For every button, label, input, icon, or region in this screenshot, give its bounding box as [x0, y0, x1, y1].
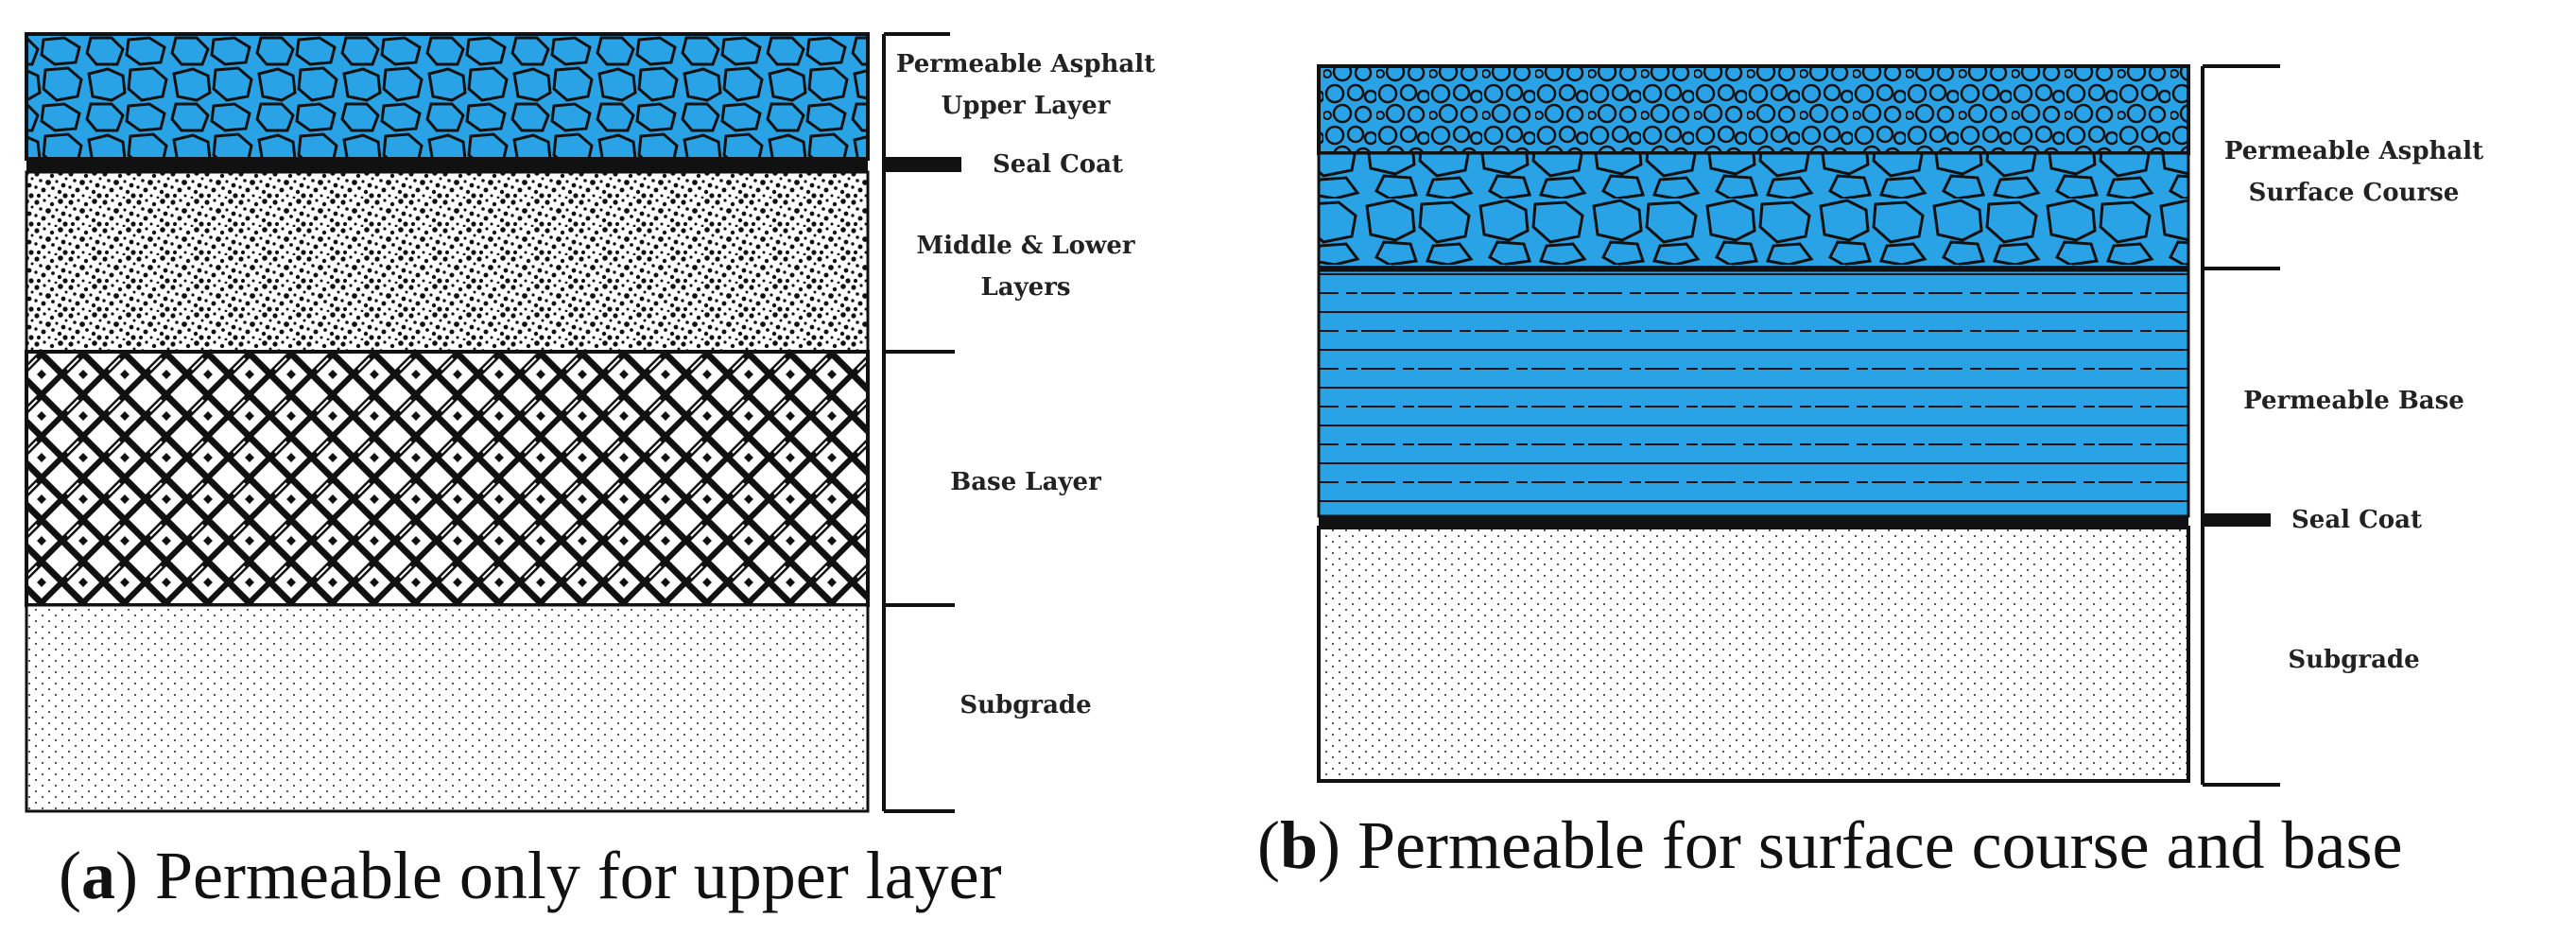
caption-a-letter: a: [81, 838, 115, 913]
seal-coat-marker-b: [2203, 513, 2271, 527]
caption-a-text: Permeable only for upper layer: [155, 838, 1002, 913]
seal-coat-marker-a: [884, 157, 961, 172]
label-a-middle-2: Layers: [980, 273, 1070, 302]
caption-b-letter: b: [1280, 807, 1318, 883]
label-b-base: Permeable Base: [2243, 387, 2464, 415]
layer-b-surface-lower: [1317, 151, 2190, 270]
layer-b-seal-coat: [1319, 516, 2188, 528]
label-a-seal-coat: Seal Coat: [993, 150, 1123, 179]
label-a-upper-1: Permeable Asphalt: [896, 50, 1155, 78]
layer-b-permeable-base: [1317, 269, 2190, 518]
bracket-b: [2201, 64, 2280, 787]
label-a-base: Base Layer: [950, 468, 1101, 496]
caption-a: (a) Permeable only for upper layer: [59, 838, 1002, 913]
panel-a: Permeable Asphalt Upper Layer Seal Coat …: [25, 32, 1155, 913]
label-a-upper-2: Upper Layer: [942, 92, 1111, 120]
layer-a-subgrade: [25, 603, 870, 813]
label-b-subgrade: Subgrade: [2288, 646, 2419, 674]
label-a-subgrade: Subgrade: [960, 691, 1091, 719]
label-b-seal-coat: Seal Coat: [2291, 506, 2422, 534]
layer-a-base: [25, 350, 870, 607]
layer-b-surface-upper: [1317, 64, 2190, 155]
layer-a-middle-lower: [25, 170, 870, 354]
layer-a-upper: [25, 32, 870, 161]
panel-b: Permeable Asphalt Surface Course Permeab…: [1257, 64, 2483, 883]
caption-b-text: Permeable for surface course and base: [1357, 807, 2402, 883]
label-b-surface-1: Permeable Asphalt: [2224, 137, 2483, 165]
bracket-a: [882, 32, 955, 813]
layer-b-subgrade: [1317, 526, 2190, 783]
layer-a-seal-coat: [26, 159, 868, 172]
label-b-surface-2: Surface Course: [2249, 179, 2460, 207]
label-a-middle-1: Middle & Lower: [916, 232, 1135, 260]
caption-b: (b) Permeable for surface course and bas…: [1257, 807, 2402, 883]
